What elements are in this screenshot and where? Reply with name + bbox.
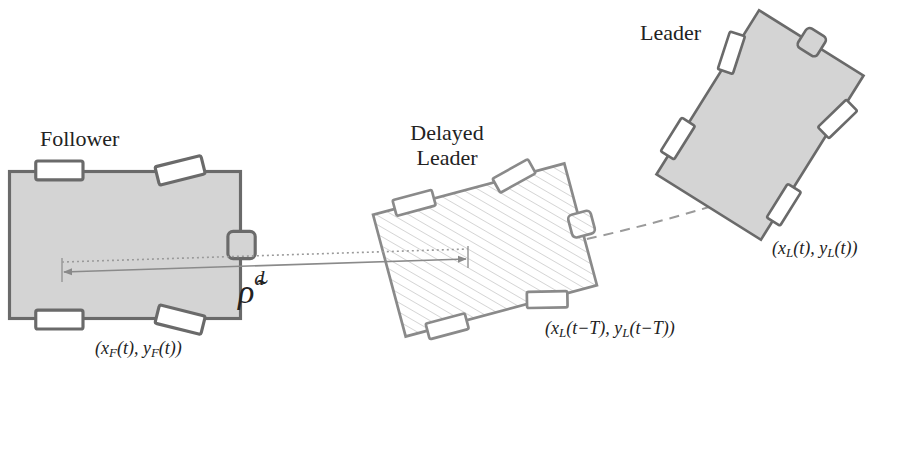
position-label: (xL(t), yL(t)) [772, 238, 857, 259]
vehicle-name: Delayed Leader [402, 120, 492, 171]
distance-arrow [64, 259, 466, 272]
vehicle-name: Leader [640, 20, 701, 45]
position-label: (xF(t), yF(t)) [95, 338, 182, 359]
dotted-line [62, 249, 468, 262]
vehicle-name: Follower [40, 126, 119, 151]
follower-robot [10, 155, 256, 334]
distance-label: ρ̃d [238, 272, 265, 311]
position-label: (xL(t−T), yL(t−T)) [545, 318, 675, 339]
